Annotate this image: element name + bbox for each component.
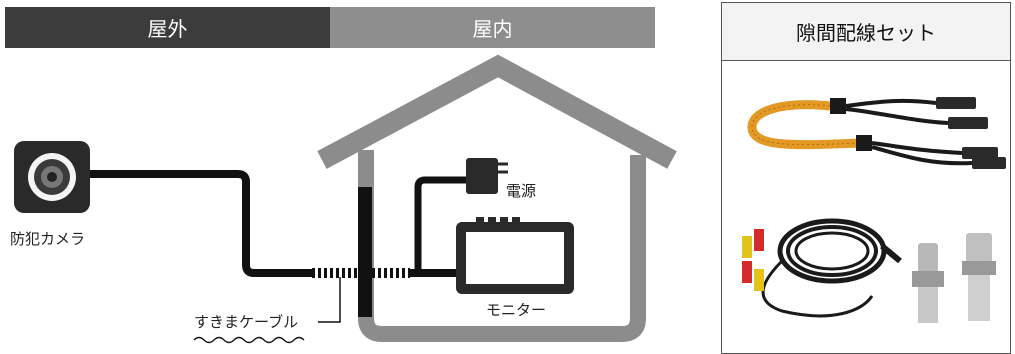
outdoor-label: 屋外: [147, 17, 188, 41]
coiled-av-cable-icon: [742, 218, 902, 318]
kit-illustration: [742, 97, 1006, 323]
flat-ribbon-cable-icon: [747, 97, 1006, 169]
monitor-icon: [456, 217, 574, 294]
camera-label: 防犯カメラ: [10, 230, 85, 248]
monitor-label: モニター: [486, 301, 546, 319]
wall-frame: [358, 187, 372, 317]
power-label: 電源: [506, 182, 536, 200]
wiring-kit-panel: 隙間配線セット: [721, 2, 1011, 354]
camera-cable: [88, 170, 312, 277]
indoor-banner: 屋内: [330, 7, 655, 48]
power-adapter-icon: [466, 158, 508, 194]
cable-leader-line: [318, 277, 341, 323]
camera-icon: [14, 141, 90, 213]
kit-title: 隙間配線セット: [796, 21, 936, 45]
wiring-diagram: 防犯カメラ 電源 モニター すきまケーブル: [10, 54, 677, 344]
outdoor-banner: 屋外: [5, 7, 330, 48]
house-outline: [317, 54, 677, 342]
bnc-adapter-icon: [912, 233, 996, 323]
cable-label: すきまケーブル: [194, 313, 298, 331]
wavy-underline: [193, 336, 305, 344]
power-cable: [414, 176, 466, 273]
indoor-label: 屋内: [472, 17, 513, 41]
kit-header: 隙間配線セット: [722, 3, 1010, 61]
